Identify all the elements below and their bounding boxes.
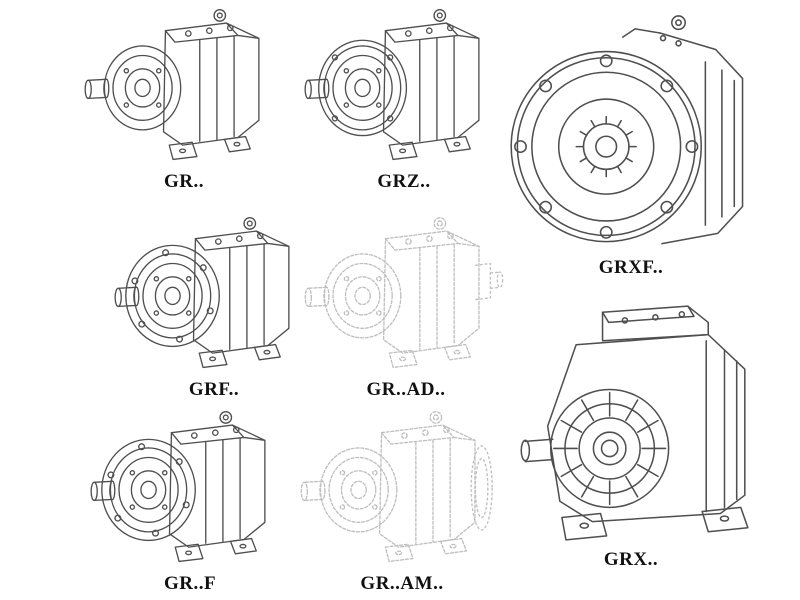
figure-gr-f: GR..F [84,406,296,595]
gr-am-gearbox-drawing [300,411,493,563]
figure-gr-am: GR..AM.. [294,406,510,595]
figure-grx: GRX.. [498,296,764,571]
gr-label: GR.. [164,171,204,192]
grz-label: GRZ.. [377,171,431,192]
gr-f-gearbox-drawing [89,411,266,563]
grx-gearbox-drawing [520,305,749,541]
figure-grf: GRF.. [108,212,320,401]
figure-grxf: GRXF.. [498,2,764,279]
figure-gr-ad: GR..AD.. [298,212,514,401]
grxf-label: GRXF.. [598,257,664,278]
gr-am-label: GR..AM.. [360,573,444,594]
gr-ad-label: GR..AD.. [366,379,446,400]
figure-gr: GR.. [78,4,290,193]
gr-ad-gearbox-drawing [304,217,503,369]
grx-label: GRX.. [603,549,659,570]
grz-gearbox-drawing [303,9,480,161]
gr-f-label: GR..F [163,573,217,594]
grf-label: GRF.. [188,379,240,400]
gr-gearbox-drawing [83,9,260,161]
figure-grz: GRZ.. [298,4,510,193]
grxf-gearbox-drawing [510,15,744,245]
grf-gearbox-drawing [113,217,290,369]
